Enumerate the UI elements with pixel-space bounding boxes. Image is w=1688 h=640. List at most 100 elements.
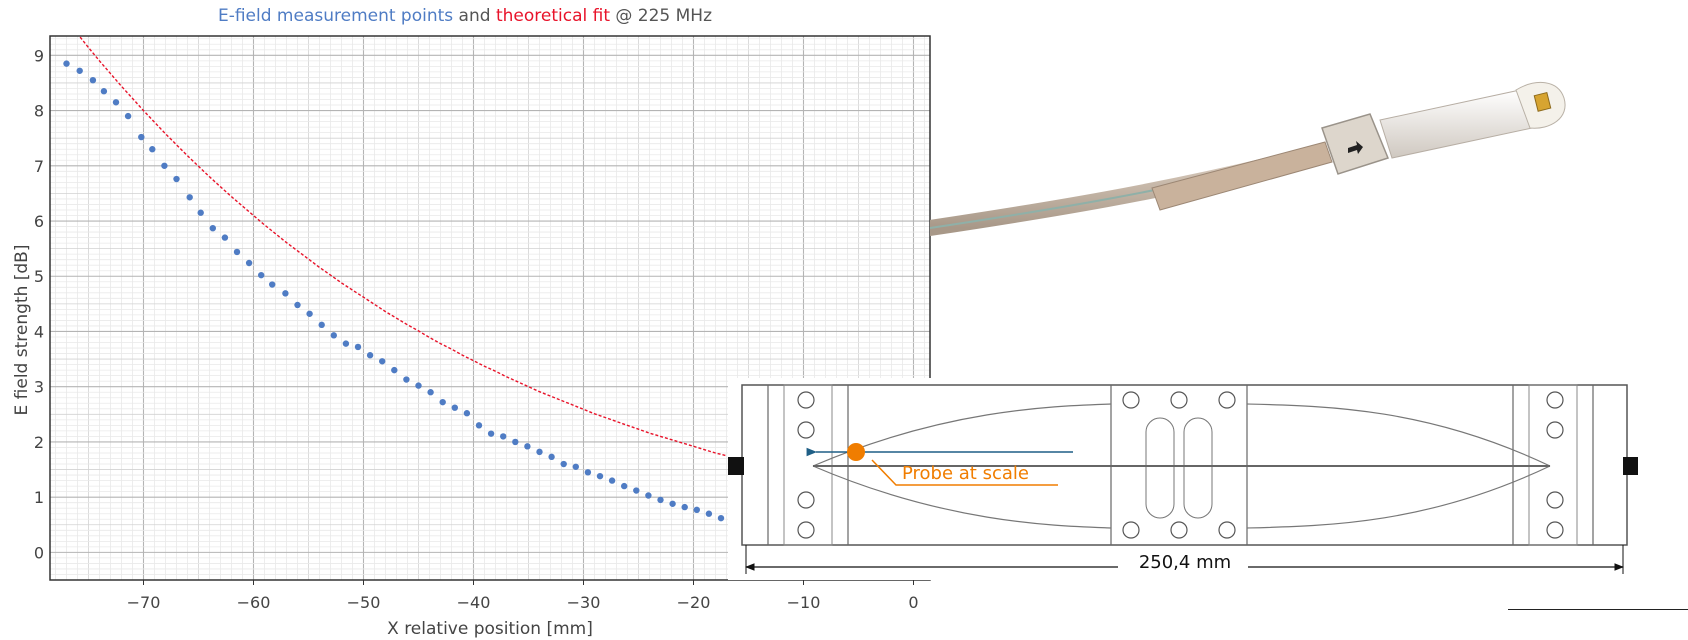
fit-curve-group (78, 36, 727, 457)
data-point (342, 340, 350, 347)
y-tick-label: 2 (34, 433, 44, 452)
data-point (173, 175, 180, 183)
x-tick-label: −20 (677, 593, 711, 612)
x-tick-label: 0 (908, 593, 918, 612)
chart-title: E-field measurement points and theoretic… (0, 6, 930, 26)
x-tick-label: −50 (347, 593, 381, 612)
probe-collar (1321, 113, 1390, 175)
y-tick-label: 5 (34, 267, 44, 286)
dimension-label-bg (1118, 550, 1248, 574)
data-point (705, 510, 713, 517)
data-point (548, 453, 555, 461)
tem-cell-drawing: Probe at scale 250,4 mm (728, 378, 1638, 580)
lower-taper (812, 465, 1551, 529)
data-point (354, 343, 362, 351)
y-tick-label: 8 (34, 102, 44, 121)
data-point (584, 469, 592, 476)
y-tick-label: 9 (34, 46, 44, 65)
y-tick-label: 3 (34, 378, 44, 397)
data-point (415, 382, 422, 389)
x-tick-label: −60 (237, 593, 271, 612)
data-point (233, 248, 241, 256)
upper-taper (812, 403, 1551, 467)
data-point (681, 503, 688, 511)
bolts-right (1546, 391, 1564, 539)
data-point (330, 332, 337, 339)
dimension-label: 250,4 mm (1139, 552, 1231, 573)
title-part-fit: theoretical fit (495, 6, 610, 26)
data-point (197, 209, 204, 216)
probe-position-marker (847, 443, 865, 461)
data-point (512, 438, 519, 446)
probe-photo (930, 81, 1566, 236)
data-point (258, 271, 265, 279)
data-point (63, 60, 70, 67)
data-point (161, 162, 168, 169)
data-point (572, 463, 579, 470)
data-point (138, 133, 145, 141)
annotation-label: Probe at scale (902, 463, 1029, 484)
data-point (560, 460, 567, 468)
data-point (391, 366, 398, 374)
data-point (282, 290, 289, 297)
right-connector (1623, 457, 1638, 475)
data-point (306, 310, 313, 317)
data-point (536, 448, 543, 456)
title-part-points: E-field measurement points (217, 6, 454, 26)
data-point (463, 410, 471, 417)
data-point (366, 352, 374, 359)
data-point (657, 496, 664, 504)
data-point (621, 482, 628, 490)
x-tick-label: −30 (567, 593, 601, 612)
bolts-left (797, 391, 815, 539)
data-point (633, 487, 640, 494)
data-point (669, 500, 676, 507)
center-slot-left (1145, 417, 1175, 519)
data-point (403, 376, 410, 383)
y-tick-label: 4 (34, 322, 44, 341)
left-connector (728, 457, 744, 475)
x-axis-label: X relative position [mm] (387, 619, 593, 639)
data-point (693, 506, 700, 514)
data-point (209, 224, 216, 232)
measurement-points-group (63, 60, 914, 558)
x-tick-label: −70 (127, 593, 161, 612)
probe-arrow-mark (1348, 141, 1363, 154)
probe-sleeve (1151, 141, 1333, 211)
data-point (221, 234, 229, 241)
data-point (451, 404, 458, 411)
x-tick-label: −40 (457, 593, 491, 612)
data-point (500, 433, 507, 440)
bolts-center (1122, 391, 1236, 539)
y-tick-label: 0 (34, 543, 44, 562)
data-point (245, 259, 253, 267)
data-point (487, 430, 495, 437)
x-tick-labels: −70 −60 −50 −40 −30 −20 −10 0 (127, 580, 919, 612)
plot-frame (49, 35, 931, 581)
scale-bar (1508, 609, 1688, 610)
data-point (89, 76, 97, 84)
y-axis-label: E field strength [dB] (12, 245, 32, 416)
title-part-and: and (453, 6, 496, 26)
y-tick-label: 6 (34, 212, 44, 231)
data-point (76, 67, 83, 74)
data-point (379, 358, 386, 365)
y-tick-label: 1 (34, 488, 44, 507)
x-tick-label: −10 (787, 593, 821, 612)
data-point (608, 477, 616, 484)
probe-body (1379, 89, 1533, 159)
title-part-freq: @ 225 MHz (609, 6, 713, 26)
data-point (427, 389, 434, 396)
data-point (475, 422, 483, 429)
annotation-leader (871, 459, 1058, 486)
data-point (100, 88, 108, 95)
fit-curve (78, 36, 727, 457)
data-point (318, 321, 325, 329)
data-point (112, 99, 120, 106)
data-point (645, 492, 652, 499)
data-point (717, 514, 725, 522)
data-point (439, 398, 446, 406)
data-point (269, 281, 276, 288)
